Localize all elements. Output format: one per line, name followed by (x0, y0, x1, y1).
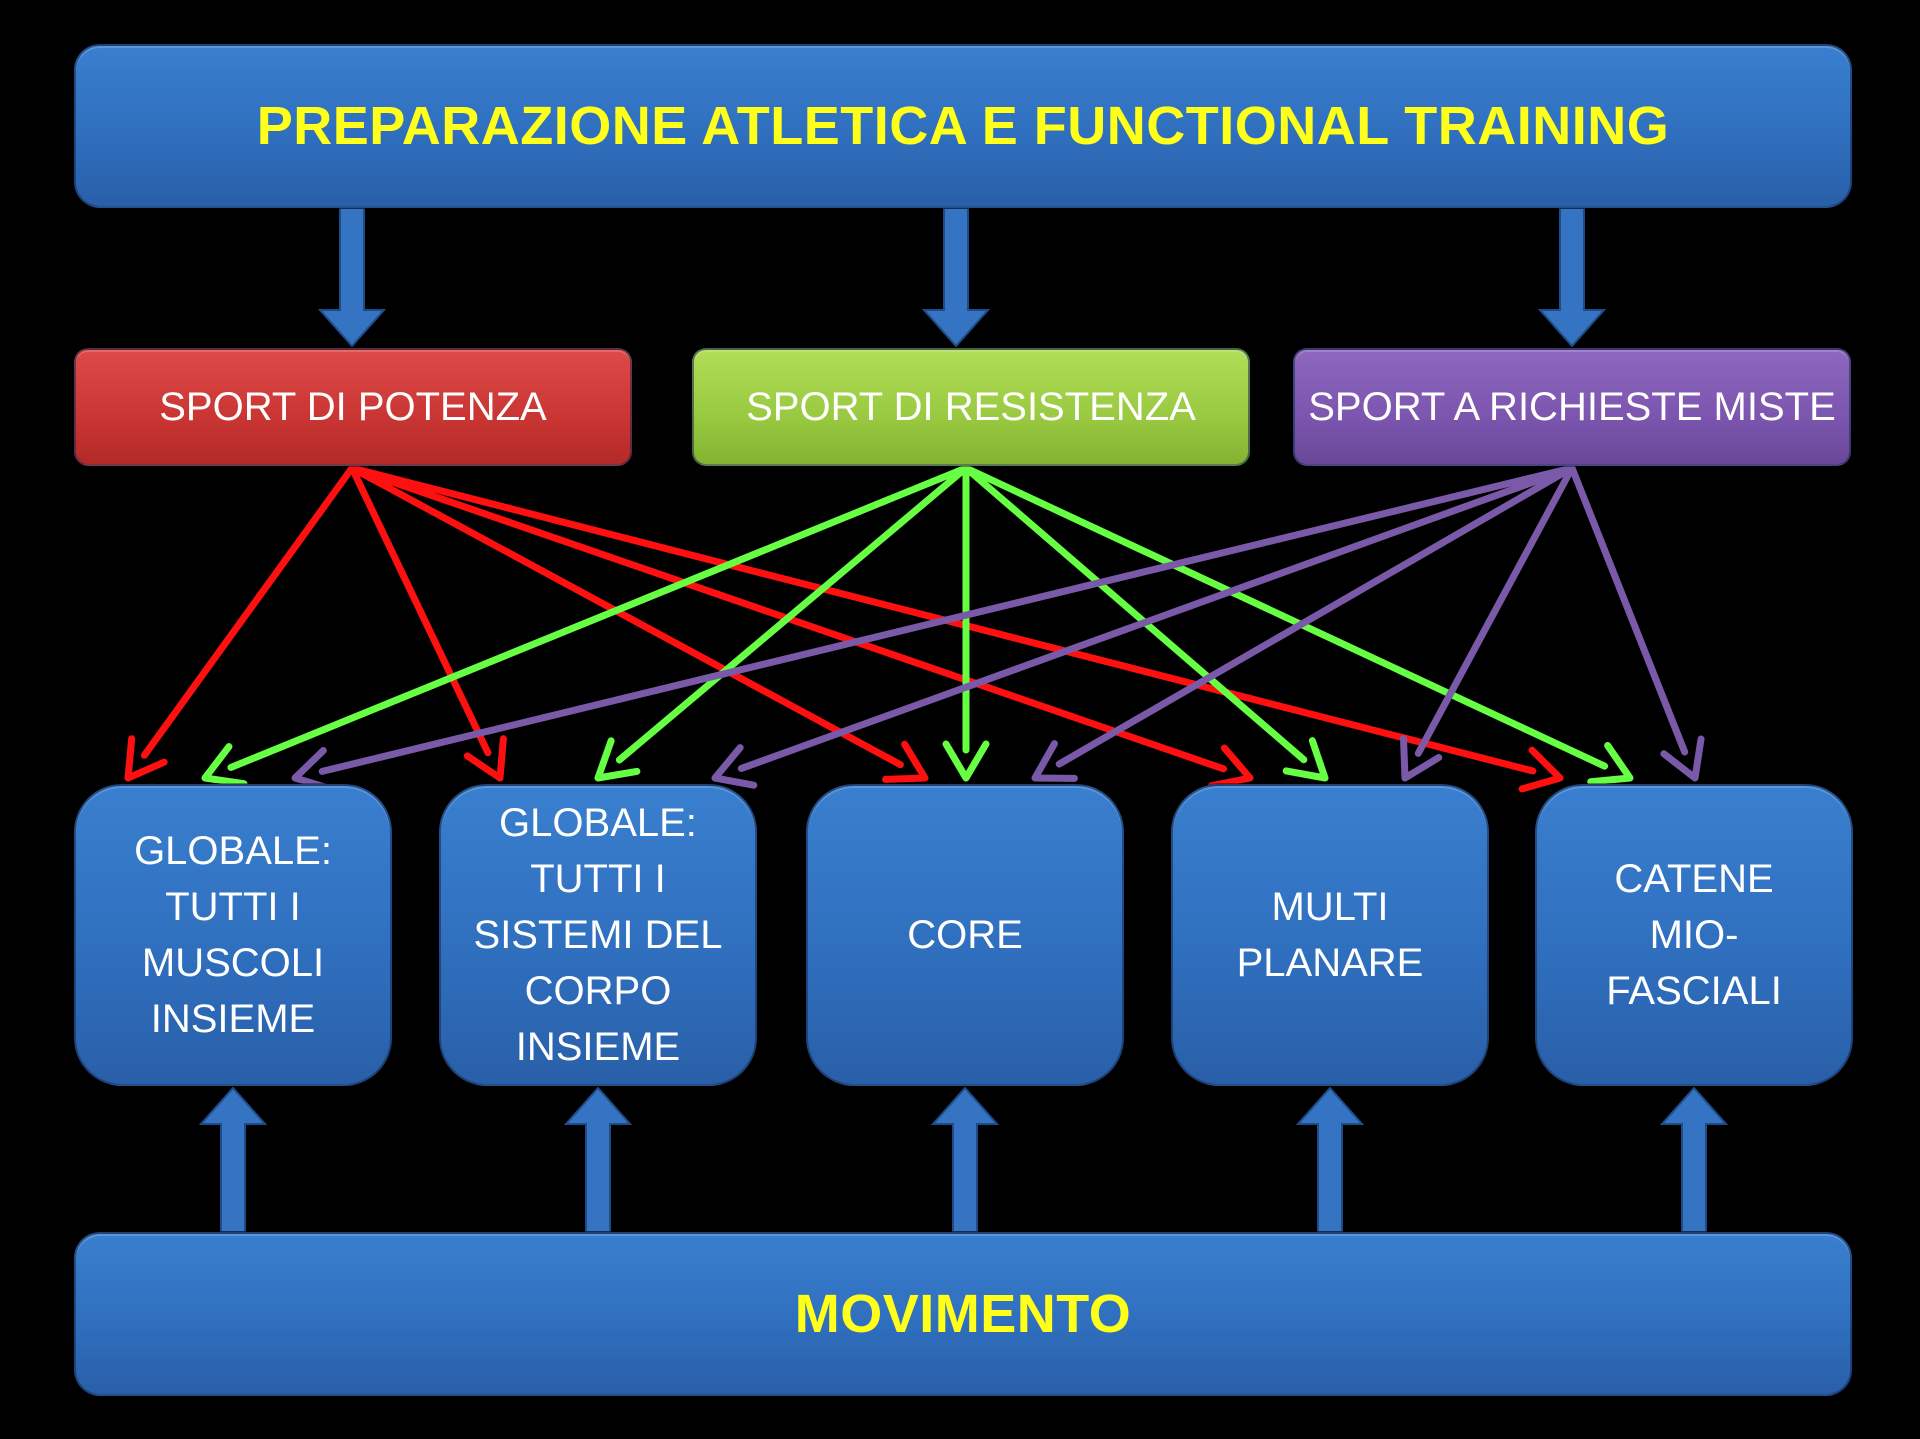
arrow-line-cat2-to-feature2 (1055, 464, 1576, 768)
up-arrow-feature-1 (563, 1086, 633, 1233)
category-label: SPORT DI RESISTENZA (746, 384, 1196, 429)
feature-catene-mio-fasciali: CATENE MIO- FASCIALI (1535, 784, 1853, 1086)
category-sport-a-richieste-miste: SPORT A RICHIESTE MISTE (1293, 348, 1851, 466)
arrow-head-cat2-to-feature3 (1400, 735, 1443, 782)
arrow-line-cat1-to-feature1 (615, 464, 970, 764)
arrow-head-cat1-to-feature1 (594, 737, 641, 782)
arrow-line-cat1-to-feature0 (227, 464, 970, 771)
arrow-head-cat2-to-feature1 (711, 744, 758, 789)
arrow-head-cat1-to-feature2 (942, 740, 990, 782)
feature-label: CATENE MIO- FASCIALI (1606, 857, 1782, 1013)
arrow-line-cat2-to-feature4 (1568, 464, 1689, 756)
category-label: SPORT DI POTENZA (159, 384, 547, 429)
title-box: PREPARAZIONE ATLETICA E FUNCTIONAL TRAIN… (74, 44, 1852, 208)
down-arrow-miste (1537, 207, 1607, 348)
feature-globale-muscoli: GLOBALE: TUTTI I MUSCOLI INSIEME (74, 784, 392, 1086)
down-arrow-potenza (317, 207, 387, 348)
arrow-head-cat1-to-feature4 (1587, 741, 1634, 786)
category-sport-di-resistenza: SPORT DI RESISTENZA (692, 348, 1250, 466)
arrow-head-cat0-to-feature2 (882, 740, 929, 783)
arrow-line-cat0-to-feature1 (348, 464, 492, 757)
arrow-head-cat1-to-feature0 (201, 743, 248, 788)
feature-label: MULTI PLANARE (1236, 885, 1424, 985)
arrow-head-cat1-to-feature3 (1282, 737, 1329, 782)
arrow-head-cat2-to-feature4 (1660, 735, 1705, 782)
up-arrow-feature-0 (198, 1086, 268, 1233)
feature-core: CORE (806, 784, 1124, 1086)
title: PREPARAZIONE ATLETICA E FUNCTIONAL TRAIN… (256, 96, 1670, 156)
arrow-head-cat0-to-feature3 (1207, 744, 1254, 790)
arrow-line-cat0-to-feature0 (140, 464, 356, 759)
arrow-line-cat2-to-feature1 (737, 464, 1576, 772)
arrow-line-cat2-to-feature0 (318, 464, 1576, 775)
bottom-label: MOVIMENTO (794, 1284, 1132, 1344)
up-arrow-feature-2 (930, 1086, 1000, 1233)
feature-globale-sistemi: GLOBALE: TUTTI I SISTEMI DEL CORPO INSIE… (439, 784, 757, 1086)
arrow-head-cat0-to-feature0 (124, 735, 168, 782)
feature-multi-planare: MULTI PLANARE (1171, 784, 1489, 1086)
arrow-line-cat0-to-feature2 (348, 464, 904, 769)
arrow-head-cat0-to-feature1 (463, 735, 507, 782)
feature-label: GLOBALE: TUTTI I SISTEMI DEL CORPO INSIE… (473, 801, 723, 1069)
category-sport-di-potenza: SPORT DI POTENZA (74, 348, 632, 466)
feature-label: GLOBALE: TUTTI I MUSCOLI INSIEME (134, 829, 332, 1041)
arrow-line-cat1-to-feature4 (962, 464, 1609, 770)
bottom-box: MOVIMENTO (74, 1232, 1852, 1396)
category-label: SPORT A RICHIESTE MISTE (1308, 384, 1836, 429)
arrow-head-cat2-to-feature2 (1031, 740, 1078, 782)
arrow-line-cat1-to-feature3 (962, 464, 1308, 764)
up-arrow-feature-4 (1659, 1086, 1729, 1233)
arrow-line-cat2-to-feature3 (1414, 464, 1576, 757)
down-arrow-resistenza (921, 207, 991, 348)
feature-label: CORE (907, 913, 1023, 957)
arrow-head-cat0-to-feature4 (1518, 746, 1564, 793)
up-arrow-feature-3 (1295, 1086, 1365, 1233)
